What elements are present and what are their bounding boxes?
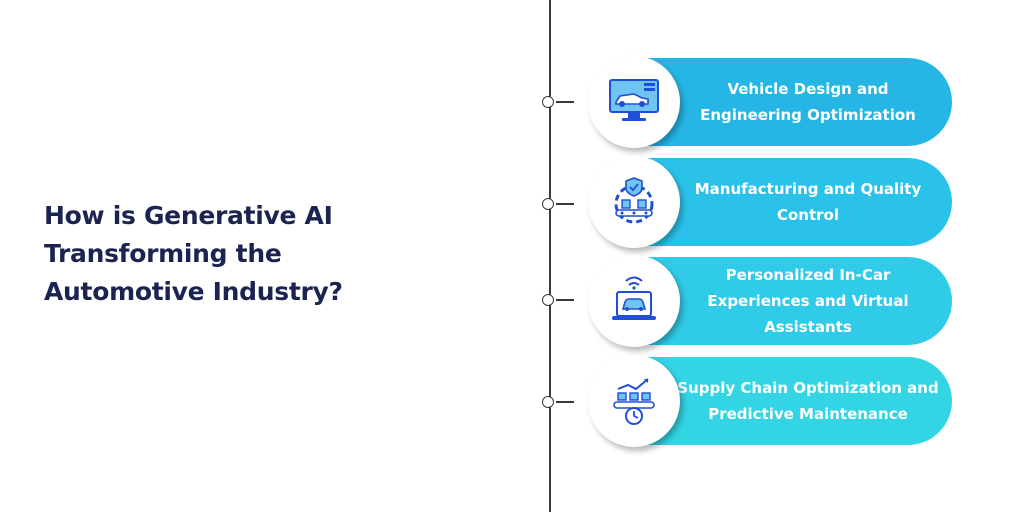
step-icon-circle (588, 255, 680, 347)
timeline-connector (556, 299, 574, 301)
supply-chain-growth-icon (613, 378, 655, 425)
connected-car-laptop-icon (612, 276, 656, 320)
timeline-line (549, 0, 551, 512)
computer-car-design-icon (609, 79, 659, 121)
step-icon-circle (588, 156, 680, 248)
step-icon-circle (588, 56, 680, 148)
step-label: Manufacturing and Quality Control (694, 180, 922, 224)
step-card-manufacturing: Manufacturing and Quality Control (640, 158, 952, 246)
step-label: Personalized In-Car Experiences and Virt… (707, 266, 909, 336)
timeline-connector (556, 203, 574, 205)
timeline-node (542, 396, 554, 408)
timeline-connector (556, 101, 574, 103)
timeline-node (542, 198, 554, 210)
timeline-connector (556, 401, 574, 403)
step-label: Supply Chain Optimization and Predictive… (677, 379, 939, 423)
page-title: How is Generative AI Transforming the Au… (44, 201, 343, 306)
step-card-personalized-experiences: Personalized In-Car Experiences and Virt… (640, 257, 952, 345)
step-icon-circle (588, 355, 680, 447)
timeline-node (542, 294, 554, 306)
step-card-vehicle-design: Vehicle Design and Engineering Optimizat… (640, 58, 952, 146)
timeline-node (542, 96, 554, 108)
gear-quality-check-icon (614, 177, 654, 224)
step-label: Vehicle Design and Engineering Optimizat… (700, 80, 916, 124)
step-card-supply-chain: Supply Chain Optimization and Predictive… (640, 357, 952, 445)
